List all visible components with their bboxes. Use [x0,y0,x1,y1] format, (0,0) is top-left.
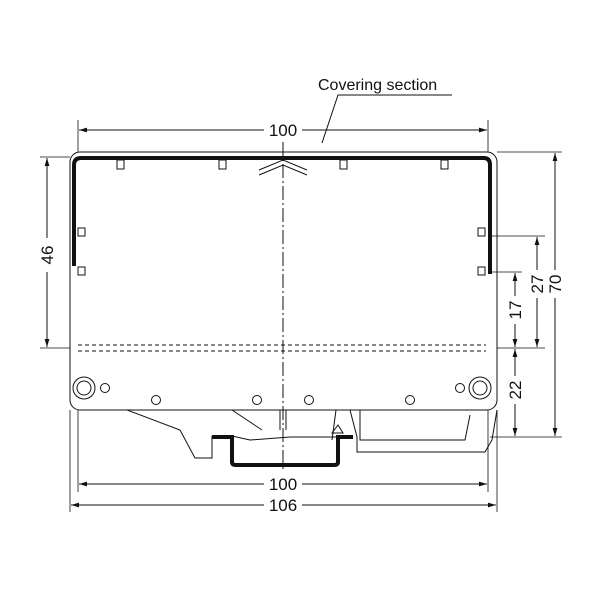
dim-right-22: 22 [506,381,525,400]
dim-bottom-inner: 100 [269,475,297,494]
dim-left-height: 46 [38,246,57,265]
foot [126,409,498,459]
dim-bottom-overall: 106 [269,496,297,515]
extension-lines [40,120,562,512]
dimension-lines [44,127,558,508]
dim-right-70: 70 [546,275,565,294]
covering-section [72,156,492,274]
dim-right-17: 17 [506,301,525,320]
cover-clips [77,159,486,276]
callout-leader [321,94,452,144]
dim-top-width: 100 [269,121,297,140]
dim-right-27: 27 [528,275,547,294]
din-rail [212,435,353,467]
mounting-holes [72,376,492,405]
callout-label: Covering section [318,77,437,94]
